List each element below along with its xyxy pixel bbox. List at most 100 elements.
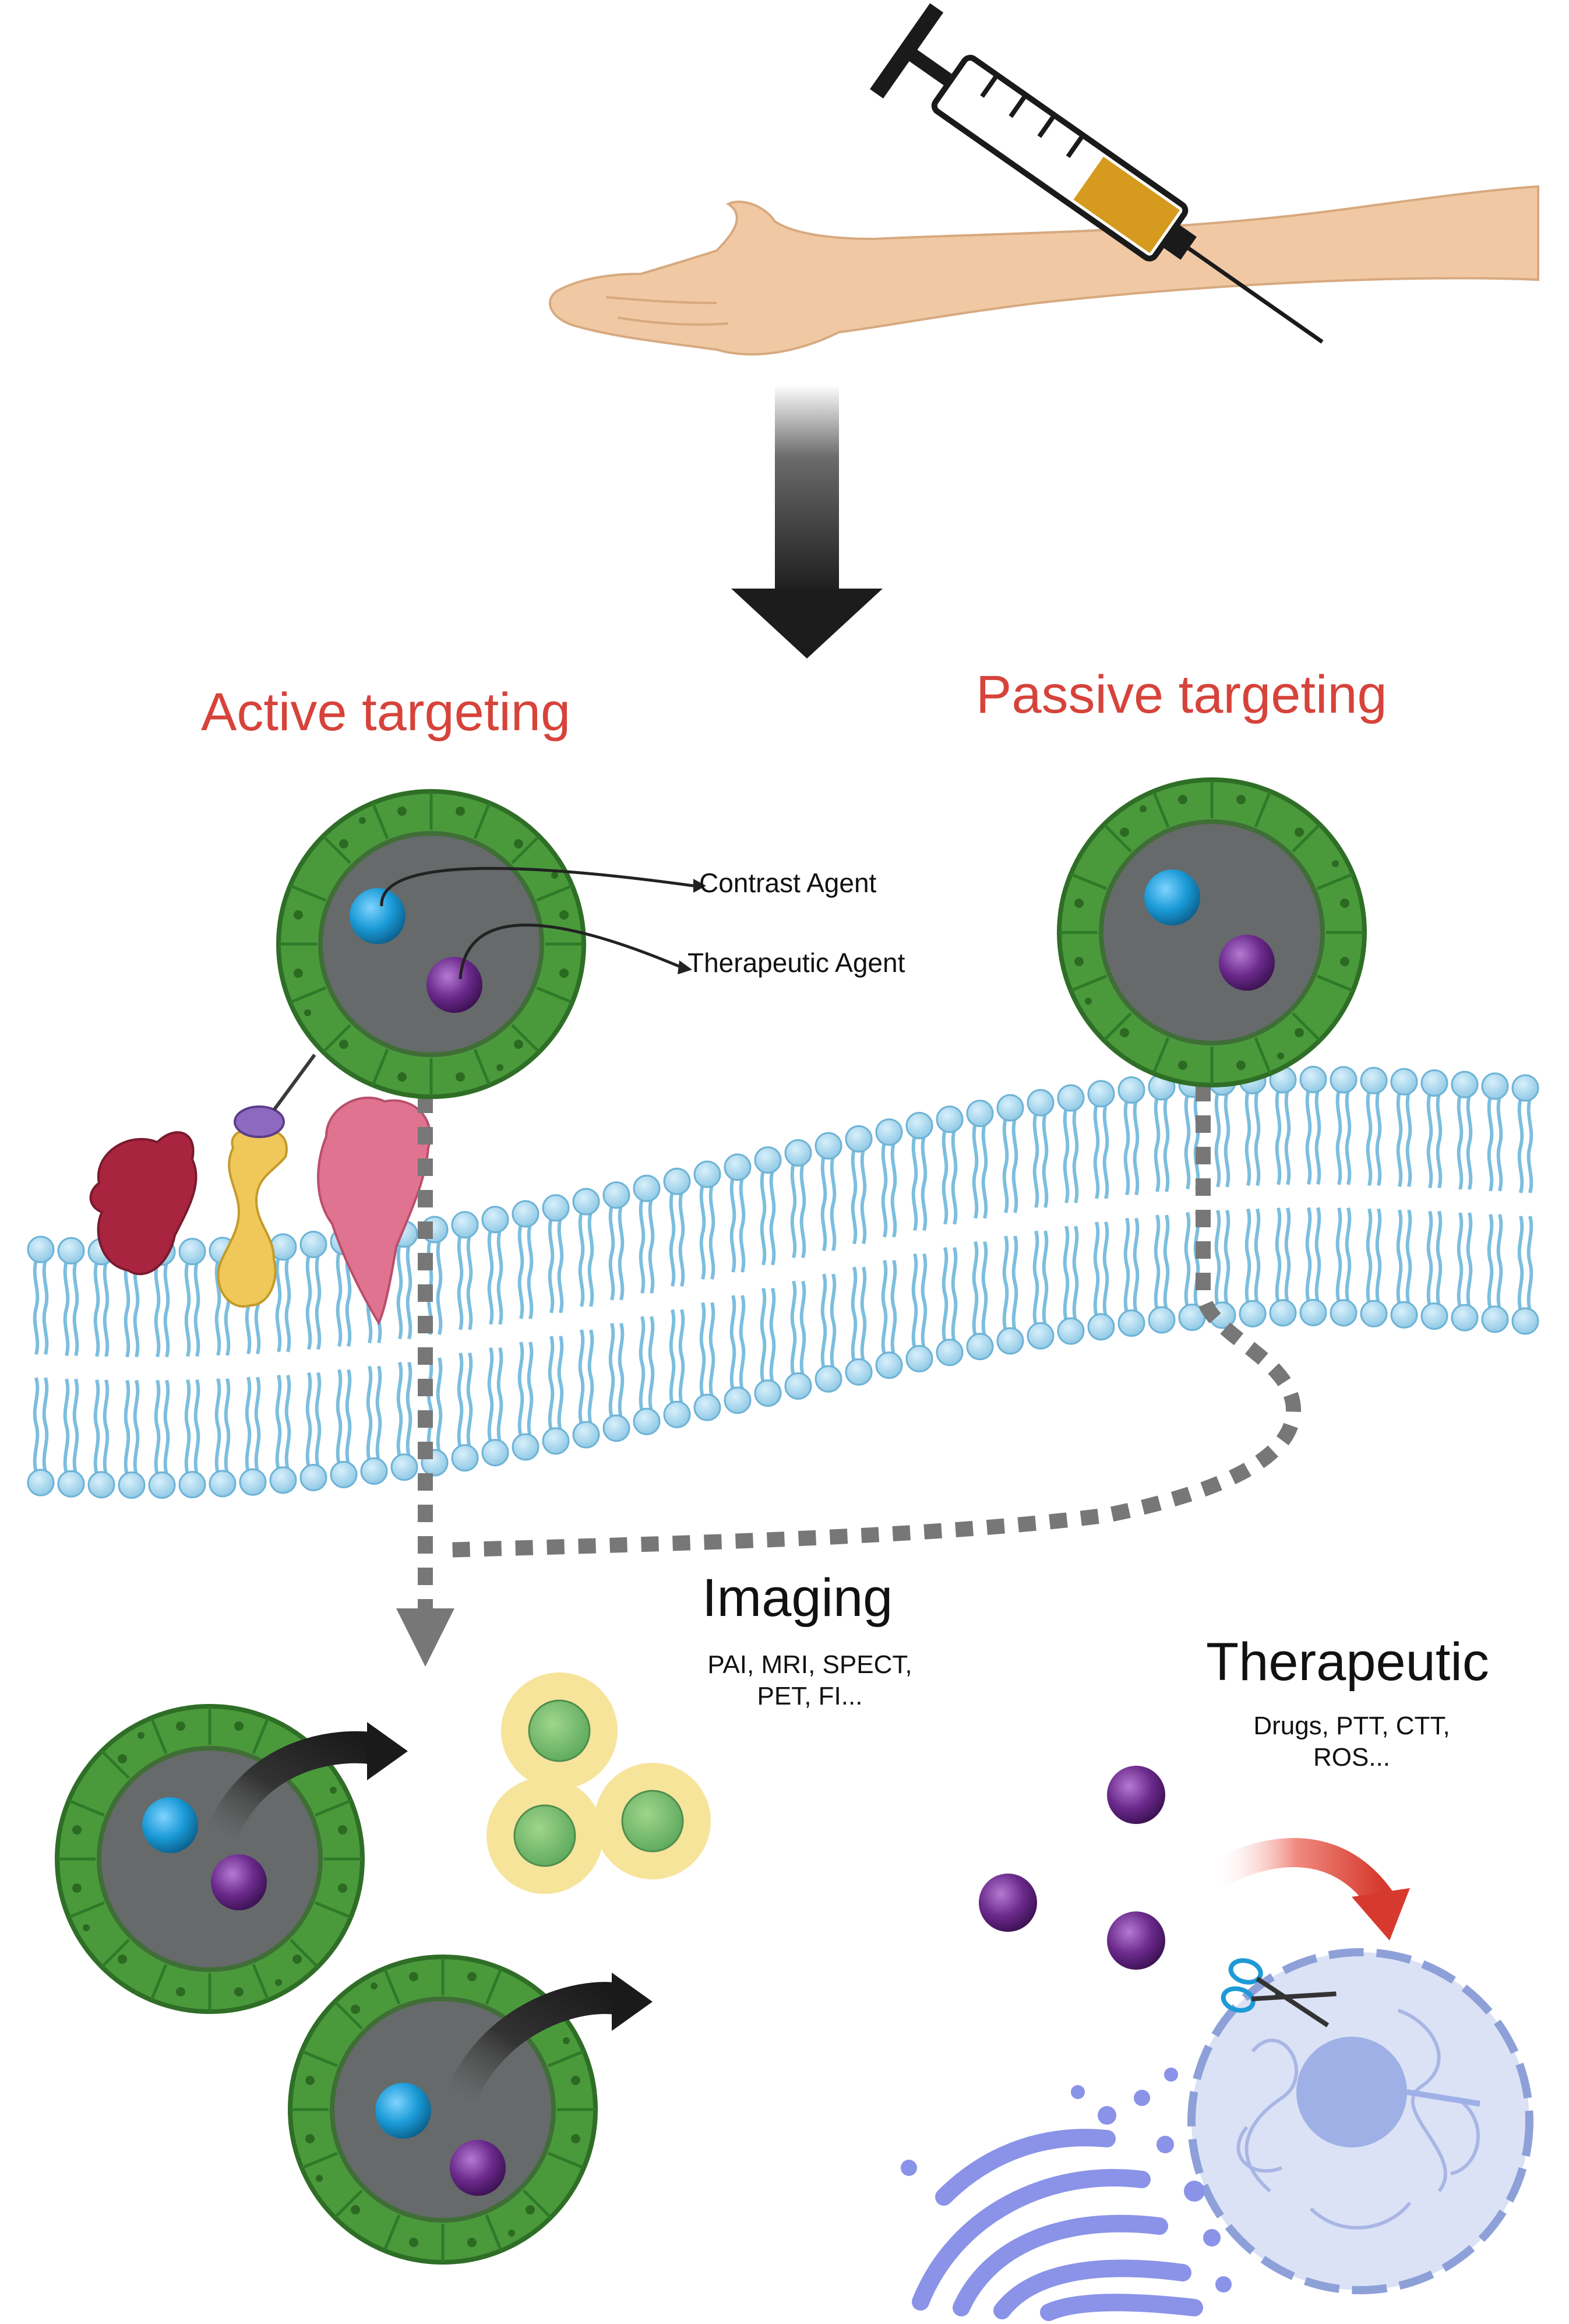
- phospholipid-lower: [785, 1281, 811, 1399]
- membrane-receptor-yellow: [217, 1054, 316, 1308]
- callout-lines: [380, 867, 706, 980]
- phospholipid-upper: [1422, 1071, 1447, 1188]
- phospholipid-lower: [876, 1260, 902, 1378]
- contrast-agent-particles: [486, 1672, 711, 1894]
- therapeutic-title: Therapeutic: [1206, 1632, 1489, 1692]
- phospholipid-lower: [664, 1309, 690, 1427]
- phospholipid-upper: [301, 1232, 326, 1350]
- phospholipid-upper: [1088, 1081, 1114, 1199]
- phospholipid-lower: [1088, 1222, 1114, 1340]
- phospholipid-lower: [119, 1381, 144, 1498]
- phospholipid-lower: [301, 1373, 326, 1491]
- phospholipid-upper: [846, 1126, 872, 1244]
- cell-nucleus-icon: [1187, 1948, 1533, 2294]
- phospholipid-upper: [1119, 1077, 1144, 1195]
- therapeutic-line-2: ROS...: [1313, 1742, 1391, 1772]
- golgi-icon: [912, 2129, 1203, 2321]
- phospholipid-upper: [694, 1161, 720, 1279]
- phospholipid-upper: [179, 1239, 205, 1357]
- phospholipid-upper: [634, 1175, 660, 1293]
- nanoparticle-active: [278, 791, 584, 1097]
- phospholipid-lower: [1331, 1208, 1356, 1326]
- therapeutic-agent-particles: [979, 1766, 1165, 1970]
- golgi-vesicles: [901, 2068, 1232, 2293]
- phospholipid-upper: [997, 1095, 1023, 1213]
- phospholipid-upper: [1058, 1085, 1084, 1203]
- phospholipid-upper: [876, 1119, 902, 1237]
- phospholipid-lower: [482, 1348, 508, 1466]
- imaging-line-2: PET, FI...: [757, 1681, 863, 1710]
- phospholipid-upper: [755, 1147, 781, 1265]
- phospholipid-lower: [1179, 1212, 1205, 1330]
- dashed-pathways: [418, 1084, 1302, 1608]
- phospholipid-lower: [240, 1377, 266, 1495]
- imaging-modalities: PAI, MRI, SPECT, PET, FI...: [699, 1649, 921, 1712]
- phospholipid-upper: [1240, 1068, 1265, 1185]
- membrane-protein-red: [89, 1131, 198, 1276]
- phospholipid-upper: [543, 1195, 569, 1313]
- phospholipid-lower: [937, 1248, 962, 1365]
- phospholipid-lower: [967, 1242, 993, 1360]
- nanoparticle-release-1: [57, 1706, 408, 2012]
- phospholipid-lower: [210, 1379, 235, 1496]
- phospholipid-upper: [58, 1238, 84, 1355]
- phospholipid-lower: [997, 1236, 1023, 1354]
- phospholipid-upper: [816, 1133, 841, 1251]
- phospholipid-upper: [28, 1237, 54, 1354]
- syringe-icon: [870, 3, 1324, 344]
- dashed-arrowhead: [396, 1608, 454, 1667]
- phospholipid-lower: [361, 1366, 387, 1484]
- phospholipid-lower: [1058, 1226, 1084, 1344]
- phospholipid-lower: [331, 1369, 357, 1487]
- phospholipid-lower: [1119, 1218, 1144, 1336]
- imaging-title: Imaging: [702, 1568, 893, 1628]
- contrast-agent-label: Contrast Agent: [699, 868, 877, 898]
- phospholipid-upper: [937, 1107, 962, 1224]
- therapeutic-agent-label: Therapeutic Agent: [687, 948, 905, 978]
- active-targeting-heading: Active targeting: [201, 682, 571, 742]
- phospholipid-lower: [1149, 1215, 1175, 1333]
- phospholipid-lower: [149, 1380, 175, 1498]
- scissors-icon: [1221, 1958, 1337, 2027]
- phospholipid-upper: [1391, 1069, 1417, 1186]
- phospholipid-upper: [1149, 1074, 1175, 1192]
- phospholipid-upper: [1482, 1073, 1508, 1191]
- phospholipid-lower: [755, 1288, 781, 1406]
- phospholipid-lower: [1240, 1209, 1265, 1326]
- phospholipid-lower: [1391, 1210, 1417, 1328]
- phospholipid-lower: [1512, 1216, 1538, 1334]
- phospholipid-upper: [1361, 1068, 1387, 1185]
- phospholipid-upper: [1028, 1090, 1053, 1207]
- phospholipid-lower: [573, 1330, 599, 1448]
- phospholipid-lower: [179, 1380, 205, 1498]
- phospholipid-lower: [543, 1336, 569, 1454]
- phospholipid-lower: [907, 1254, 932, 1372]
- phospholipid-lower: [1482, 1214, 1508, 1332]
- phospholipid-lower: [58, 1379, 84, 1496]
- phospholipid-lower: [694, 1302, 720, 1420]
- phospholipid-upper: [513, 1201, 538, 1319]
- phospholipid-lower: [513, 1342, 538, 1460]
- phospholipid-lower: [604, 1323, 629, 1441]
- phospholipid-lower: [89, 1380, 114, 1498]
- phospholipid-upper: [452, 1212, 478, 1330]
- arm-icon: [549, 185, 1539, 356]
- phospholipid-upper: [604, 1182, 629, 1300]
- phospholipid-lower: [270, 1375, 296, 1493]
- phospholipid-upper: [482, 1207, 508, 1325]
- phospholipid-lower: [392, 1362, 417, 1480]
- phospholipid-lower: [1028, 1231, 1053, 1348]
- membrane-protein-pink: [317, 1096, 432, 1326]
- nanoparticle-release-2: [290, 1957, 653, 2262]
- therapeutic-modalities: Drugs, PTT, CTT, ROS...: [1235, 1710, 1468, 1773]
- phospholipid-lower: [1300, 1207, 1326, 1325]
- phospholipid-upper: [967, 1101, 993, 1219]
- phospholipid-upper: [785, 1140, 811, 1258]
- imaging-line-1: PAI, MRI, SPECT,: [707, 1650, 912, 1679]
- down-arrow-icon: [731, 385, 883, 659]
- phospholipid-upper: [1300, 1066, 1326, 1184]
- phospholipid-lower: [816, 1274, 841, 1392]
- phospholipid-lower: [28, 1378, 54, 1495]
- red-curved-arrow: [1205, 1838, 1410, 1941]
